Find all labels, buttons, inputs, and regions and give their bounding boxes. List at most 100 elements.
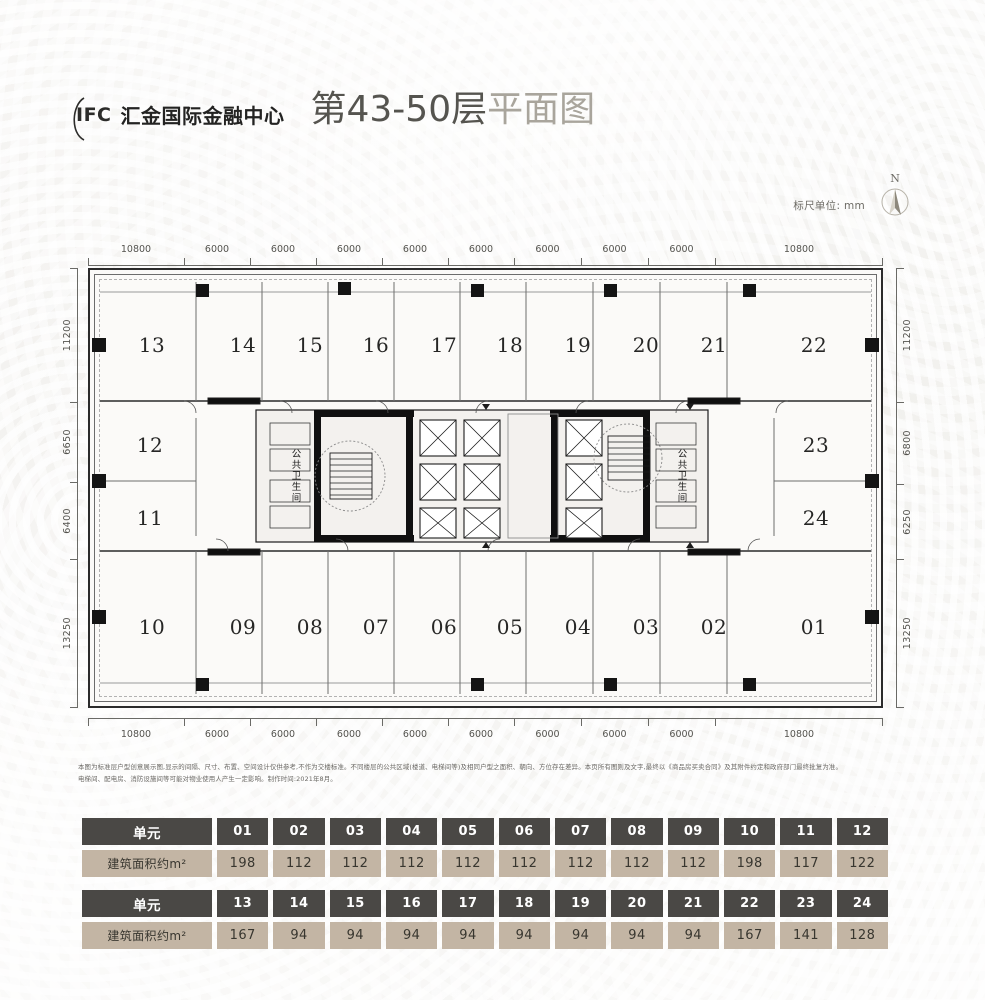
table-2-unit-22[interactable]: 22 [723, 890, 776, 917]
scale-unit-note: 标尺单位: mm [793, 200, 865, 212]
table-1-area-02: 112 [273, 850, 325, 877]
table-2-unit-13[interactable]: 13 [217, 890, 269, 917]
table-2-unit-24[interactable]: 24 [836, 890, 888, 917]
table-1-area-10: 198 [723, 850, 776, 877]
table-1-unit-11[interactable]: 11 [780, 818, 832, 845]
table-2-row-label-area: 建筑面积约m² [82, 922, 212, 949]
unit-label-19: 19 [564, 333, 592, 357]
dim-top-5: 6000 [468, 244, 494, 255]
dimension-ruler-top: 10800 6000 6000 6000 6000 6000 6000 6000… [88, 244, 883, 266]
table-1-unit-08[interactable]: 08 [611, 818, 663, 845]
table-1-unit-05[interactable]: 05 [442, 818, 494, 845]
dim-left-2: 6400 [61, 507, 73, 534]
table-2-area-16: 94 [385, 922, 438, 949]
unit-label-18: 18 [496, 333, 524, 357]
table-2-area-15: 94 [329, 922, 381, 949]
table-2-unit-17[interactable]: 17 [442, 890, 494, 917]
table-1-unit-06[interactable]: 06 [498, 818, 550, 845]
table-2-area-24: 128 [836, 922, 888, 949]
table-2-area-19: 94 [554, 922, 607, 949]
area-table-1: 单元 01 02 03 04 05 06 07 08 09 10 11 12 建… [82, 818, 888, 877]
table-1-unit-12[interactable]: 12 [836, 818, 888, 845]
unit-label-22: 22 [800, 333, 828, 357]
table-1-area-08: 112 [611, 850, 663, 877]
table-1-header-row: 单元 01 02 03 04 05 06 07 08 09 10 11 12 [82, 818, 888, 845]
dim-top-2: 6000 [270, 244, 296, 255]
page-title: 第43-50层 平面图 [311, 92, 596, 129]
compass-north-icon: N [881, 172, 909, 216]
table-2-area-22: 167 [723, 922, 776, 949]
unit-label-17: 17 [430, 333, 458, 357]
table-1-area-09: 112 [667, 850, 719, 877]
area-table-2: 单元 13 14 15 16 17 18 19 20 21 22 23 24 建… [82, 890, 888, 949]
table-2-unit-15[interactable]: 15 [329, 890, 381, 917]
unit-label-14: 14 [229, 333, 257, 357]
table-2-unit-14[interactable]: 14 [273, 890, 325, 917]
dim-left-0: 11200 [61, 318, 73, 352]
dim-bot-3: 6000 [336, 729, 362, 740]
unit-label-13: 13 [138, 333, 166, 357]
table-2-unit-18[interactable]: 18 [498, 890, 550, 917]
table-1-area-row: 建筑面积约m² 198 112 112 112 112 112 112 112 … [82, 850, 888, 877]
table-1-unit-02[interactable]: 02 [273, 818, 325, 845]
unit-label-23: 23 [802, 433, 830, 457]
table-2-area-23: 141 [780, 922, 832, 949]
dim-bot-4: 6000 [402, 729, 428, 740]
dimension-ruler-bottom: 10800 6000 6000 6000 6000 6000 6000 6000… [88, 718, 883, 740]
table-1-area-07: 112 [554, 850, 607, 877]
table-1-unit-10[interactable]: 10 [723, 818, 776, 845]
dim-bot-0: 10800 [120, 729, 152, 740]
unit-label-04: 04 [564, 615, 592, 639]
dim-top-3: 6000 [336, 244, 362, 255]
dim-top-7: 6000 [602, 244, 627, 255]
dim-bot-6: 6000 [535, 729, 560, 740]
table-1-unit-07[interactable]: 07 [554, 818, 607, 845]
table-2-unit-19[interactable]: 19 [554, 890, 607, 917]
table-2-area-18: 94 [498, 922, 550, 949]
unit-label-15: 15 [296, 333, 324, 357]
brand-logo: IFC 汇金国际金融中心 [66, 97, 285, 141]
table-2-area-13: 167 [217, 922, 269, 949]
dim-top-6: 6000 [535, 244, 560, 255]
dim-right-2: 6250 [901, 508, 913, 535]
table-1-area-04: 112 [385, 850, 438, 877]
table-1-unit-03[interactable]: 03 [329, 818, 381, 845]
table-1-unit-09[interactable]: 09 [667, 818, 719, 845]
disclaimer-line-1: 本图为标准层户型创意展示图,显示的间隔、尺寸、布置、空间设计仅供参考,不作为交楼… [78, 763, 842, 771]
unit-label-21: 21 [700, 333, 728, 357]
table-2-area-row: 建筑面积约m² 167 94 94 94 94 94 94 94 94 167 … [82, 922, 888, 949]
room-label-public-restroom-left: 公共卫生间 [289, 448, 301, 504]
dim-top-1: 6000 [204, 244, 230, 255]
table-1-area-05: 112 [442, 850, 494, 877]
unit-label-12: 12 [136, 433, 164, 457]
table-2-area-20: 94 [611, 922, 663, 949]
table-2-unit-21[interactable]: 21 [667, 890, 719, 917]
table-2-unit-23[interactable]: 23 [780, 890, 832, 917]
unit-label-03: 03 [632, 615, 660, 639]
dim-top-8: 6000 [669, 244, 694, 255]
table-1-row-label-unit: 单元 [82, 818, 212, 845]
table-1-area-03: 112 [329, 850, 381, 877]
table-2-unit-20[interactable]: 20 [611, 890, 663, 917]
dim-right-3: 13250 [901, 617, 913, 650]
table-2-unit-16[interactable]: 16 [385, 890, 438, 917]
table-1-unit-04[interactable]: 04 [385, 818, 438, 845]
unit-label-24: 24 [802, 506, 830, 530]
table-2-header-row: 单元 13 14 15 16 17 18 19 20 21 22 23 24 [82, 890, 888, 917]
page-title-main: 第43-50层 [310, 89, 488, 130]
dim-top-4: 6000 [402, 244, 428, 255]
table-2-area-17: 94 [442, 922, 494, 949]
dimension-ruler-right: 11200 6800 6250 13250 [896, 268, 918, 708]
floorplan-linework [92, 282, 879, 694]
disclaimer: 本图为标准层户型创意展示图,显示的间隔、尺寸、布置、空间设计仅供参考,不作为交楼… [78, 762, 890, 786]
unit-label-20: 20 [632, 333, 660, 357]
unit-label-02: 02 [700, 615, 728, 639]
dim-bot-8: 6000 [669, 729, 694, 740]
table-1-unit-01[interactable]: 01 [217, 818, 269, 845]
svg-text:N: N [890, 172, 900, 185]
dimension-ruler-left: 11200 6650 6400 13250 [56, 268, 78, 708]
room-label-public-restroom-right: 公共卫生间 [675, 448, 687, 504]
unit-label-01: 01 [800, 615, 828, 639]
dim-left-1: 6650 [61, 429, 73, 455]
